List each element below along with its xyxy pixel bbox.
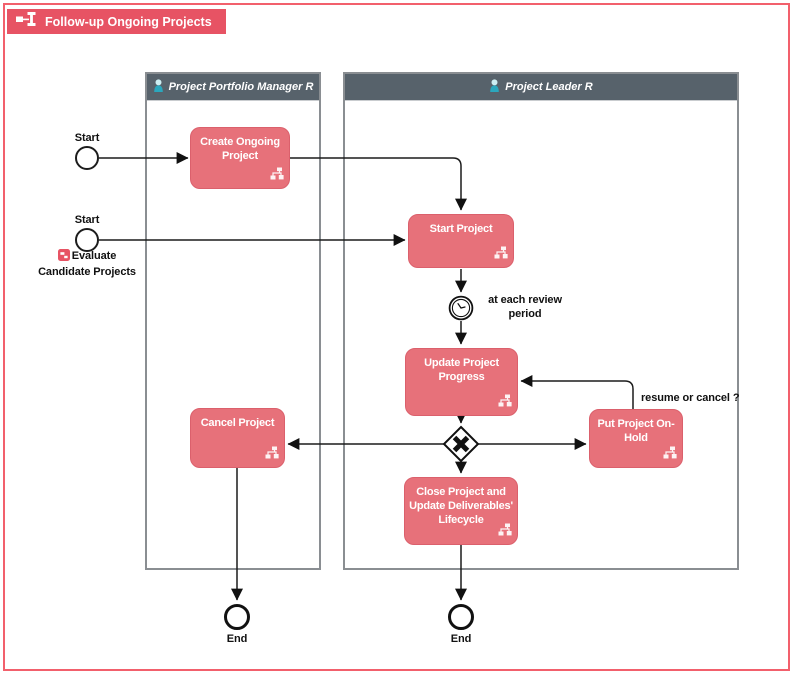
start-event-note: Evaluate Candidate Projects <box>12 249 162 279</box>
subprocess-icon <box>494 246 508 263</box>
task-cancel-project[interactable]: Cancel Project <box>190 408 285 468</box>
note-line: Evaluate <box>71 250 117 262</box>
task-label: Put Project On-Hold <box>597 418 675 444</box>
process-ref-icon <box>57 249 70 265</box>
end-event-right[interactable] <box>448 604 474 630</box>
timer-label: at each review period <box>488 294 562 320</box>
process-icon <box>16 11 37 32</box>
lane-label: Project Leader R <box>505 81 593 93</box>
person-icon <box>489 78 500 96</box>
diagram-title: Follow-up Ongoing Projects <box>45 14 212 29</box>
lane-project-leader: Project Leader R <box>343 72 739 570</box>
task-put-project-on-hold[interactable]: Put Project On-Hold <box>589 409 683 468</box>
end-event-label: End <box>450 633 472 645</box>
lane-header-portfolio-manager: Project Portfolio Manager R <box>147 74 319 101</box>
start-event-bottom[interactable] <box>75 228 99 252</box>
note-line: Candidate Projects <box>38 266 136 278</box>
lane-label: Project Portfolio Manager R <box>168 81 314 93</box>
subprocess-icon <box>265 446 279 463</box>
start-event-label: Start <box>74 132 100 144</box>
exclusive-gateway[interactable] <box>441 424 481 469</box>
diagram-title-bar: Follow-up Ongoing Projects <box>7 9 226 34</box>
task-label: Close Project and Update Deliverables' L… <box>409 486 513 526</box>
task-label: Start Project <box>429 223 493 235</box>
lane-header-project-leader: Project Leader R <box>345 74 737 101</box>
task-start-project[interactable]: Start Project <box>408 214 514 268</box>
timer-event[interactable] <box>448 295 474 326</box>
edge-label-resume-or-cancel: resume or cancel ? <box>641 392 740 404</box>
task-create-ongoing-project[interactable]: Create Ongoing Project <box>190 127 290 189</box>
lane-project-portfolio-manager: Project Portfolio Manager R <box>145 72 321 570</box>
task-close-project-update-deliverables[interactable]: Close Project and Update Deliverables' L… <box>404 477 518 545</box>
end-event-left[interactable] <box>224 604 250 630</box>
task-update-project-progress[interactable]: Update Project Progress <box>405 348 518 416</box>
start-event-top[interactable] <box>75 146 99 170</box>
task-label: Update Project Progress <box>424 357 499 383</box>
subprocess-icon <box>498 523 512 540</box>
subprocess-icon <box>663 446 677 463</box>
task-label: Create Ongoing Project <box>200 136 280 162</box>
subprocess-icon <box>498 394 512 411</box>
end-event-label: End <box>226 633 248 645</box>
person-icon <box>153 78 164 96</box>
task-label: Cancel Project <box>200 417 275 429</box>
start-event-label: Start <box>74 214 100 226</box>
subprocess-icon <box>270 167 284 184</box>
